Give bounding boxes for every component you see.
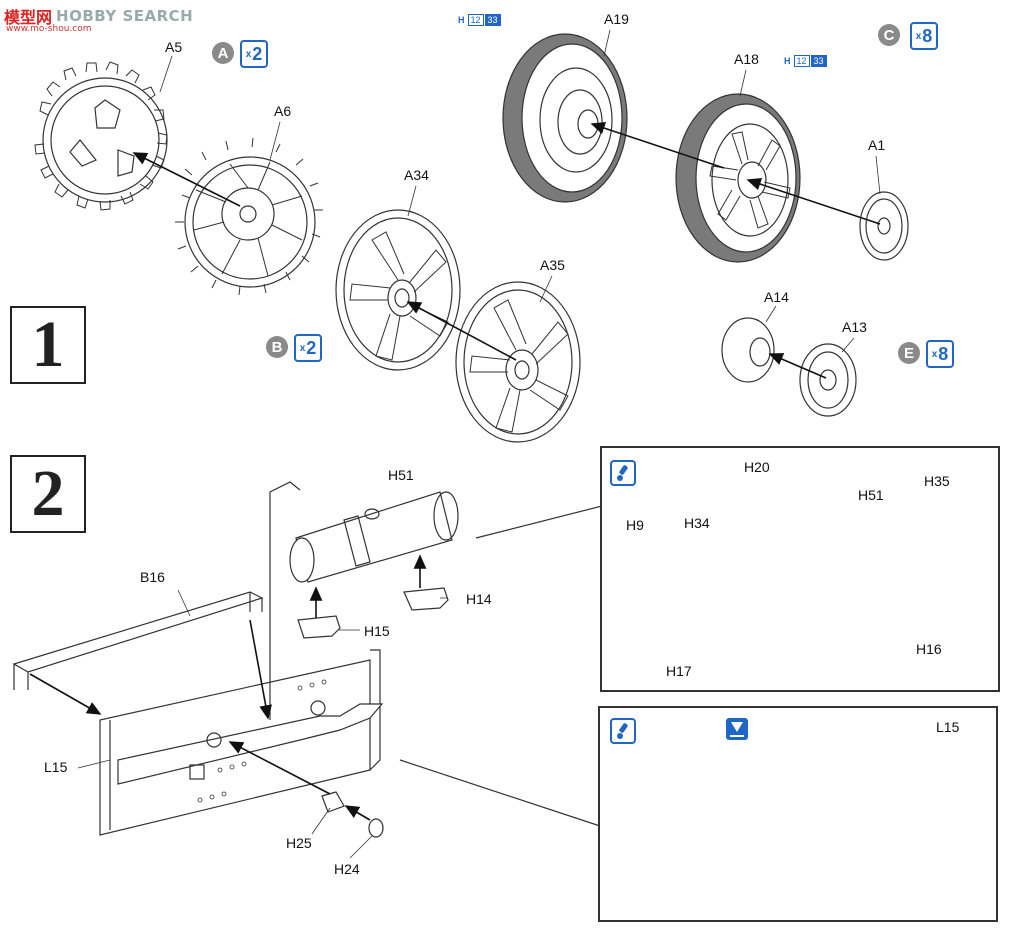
sprue-b-badge: B <box>266 336 288 358</box>
part-a19-roadwheel <box>502 33 628 203</box>
part-a35-idler <box>455 281 581 443</box>
sprue-e-badge: E <box>898 342 920 364</box>
label-a18: A18 <box>734 51 759 67</box>
part-a14-roller <box>721 317 775 383</box>
label-h9: H9 <box>626 517 644 533</box>
label-h25: H25 <box>286 835 312 851</box>
part-h24-cap <box>368 818 384 838</box>
part-h25-mount <box>321 791 345 813</box>
label-a5: A5 <box>165 39 183 55</box>
label-h51: H51 <box>388 467 414 483</box>
part-a1-hubcap <box>859 191 909 261</box>
exclamation-tip-icon <box>610 460 636 486</box>
label-h35: H35 <box>924 473 950 489</box>
step-2-number: 2 <box>31 457 65 530</box>
label-l15: L15 <box>44 759 68 775</box>
label-b16: B16 <box>140 569 165 585</box>
qty-prefix: x <box>299 342 306 354</box>
step-1-number: 1 <box>31 308 65 381</box>
sprue-c-badge: C <box>878 24 900 46</box>
step-2-box: 2 <box>10 455 86 533</box>
sprue-a-badge: A <box>212 42 234 64</box>
qty-prefix: x <box>931 348 938 360</box>
step-1-box: 1 <box>10 306 86 384</box>
label-a1: A1 <box>868 137 886 153</box>
label-a34: A34 <box>404 167 429 183</box>
part-h51-muffler <box>289 491 459 583</box>
paint-code-1: 12 <box>793 55 810 67</box>
label-h17: H17 <box>666 663 692 679</box>
watermark-logo: 模型网 <box>4 8 53 27</box>
qty-number: 8 <box>922 25 933 46</box>
label-a14: A14 <box>764 289 789 305</box>
detail-box-muffler <box>600 446 1000 692</box>
detail-box-hull-interior <box>598 706 998 922</box>
part-h15-bracket <box>297 615 341 639</box>
label-a19: A19 <box>604 11 629 27</box>
part-a18-roadwheel <box>675 93 801 263</box>
qty-number: 2 <box>252 43 263 64</box>
exclamation-tip-icon <box>610 718 636 744</box>
paint-prefix: H <box>458 15 465 25</box>
part-a13-roller <box>799 343 857 417</box>
paint-prefix: H <box>784 56 791 66</box>
paint-code-1: 12 <box>467 14 484 26</box>
label-l15-detail: L15 <box>936 719 960 735</box>
label-h16: H16 <box>916 641 942 657</box>
label-h15: H15 <box>364 623 390 639</box>
part-b16-rail <box>12 591 264 690</box>
paint-callout-a19: H 12 33 <box>458 14 501 26</box>
qty-prefix: x <box>915 30 922 42</box>
label-h20: H20 <box>744 459 770 475</box>
qty-number: 2 <box>306 337 317 358</box>
label-a35: A35 <box>540 257 565 273</box>
part-a6-sprocket <box>175 137 323 296</box>
paint-code-2: 33 <box>484 14 501 26</box>
part-a34-idler <box>335 209 461 371</box>
label-h14: H14 <box>466 591 492 607</box>
watermark: 模型网 HOBBY SEARCH <box>4 4 193 28</box>
part-a5-sprocket <box>34 61 168 211</box>
qty-prefix: x <box>245 48 252 60</box>
paint-callout-a18: H 12 33 <box>784 55 827 67</box>
label-h34: H34 <box>684 515 710 531</box>
label-a13: A13 <box>842 319 867 335</box>
part-h14-bracket <box>403 587 449 611</box>
label-h24: H24 <box>334 861 360 877</box>
cement-glue-icon <box>726 718 748 740</box>
qty-number: 8 <box>938 343 949 364</box>
watermark-url: www.mo-shou.com <box>6 24 92 34</box>
paint-code-2: 33 <box>810 55 827 67</box>
label-h51-detail: H51 <box>858 487 884 503</box>
label-a6: A6 <box>274 103 292 119</box>
watermark-brand: HOBBY SEARCH <box>56 7 194 25</box>
